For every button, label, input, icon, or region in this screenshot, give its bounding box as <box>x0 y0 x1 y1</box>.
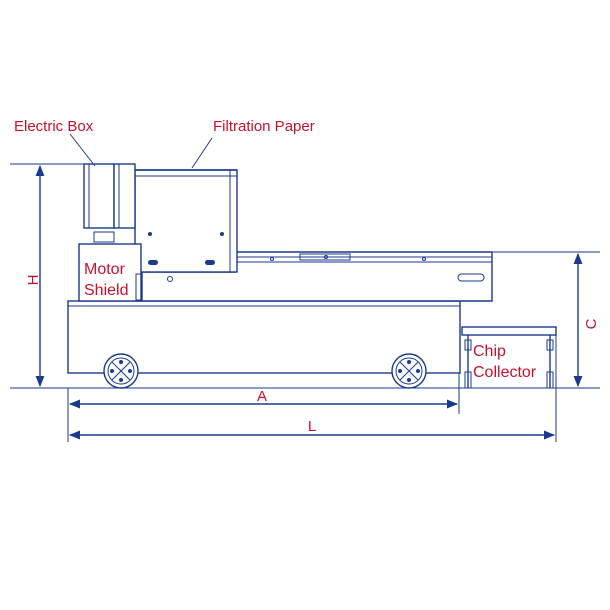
right-wheel <box>391 353 427 389</box>
left-wheel <box>103 353 139 389</box>
filtration-paper-leader <box>191 137 213 169</box>
chip-collector-label-line2: Collector <box>473 364 537 381</box>
motor-shield-label-line1: Motor <box>84 261 126 278</box>
filtration-paper-label: Filtration Paper <box>213 118 315 135</box>
electric-box-leader <box>69 133 96 167</box>
height-dimension-label: H <box>25 275 42 286</box>
motor-shield <box>78 243 143 302</box>
chip-collector <box>461 326 557 389</box>
filtration-tank <box>134 169 238 282</box>
electric-box-label: Electric Box <box>14 118 94 135</box>
base-length-dimension-label: A <box>257 388 267 405</box>
chip-height-dimension-label: C <box>583 318 600 329</box>
electric-box <box>83 163 136 243</box>
total-length-dimension-label: L <box>308 418 316 435</box>
motor-shield-label-line2: Shield <box>84 282 128 299</box>
chip-collector-label-line1: Chip <box>473 343 506 360</box>
